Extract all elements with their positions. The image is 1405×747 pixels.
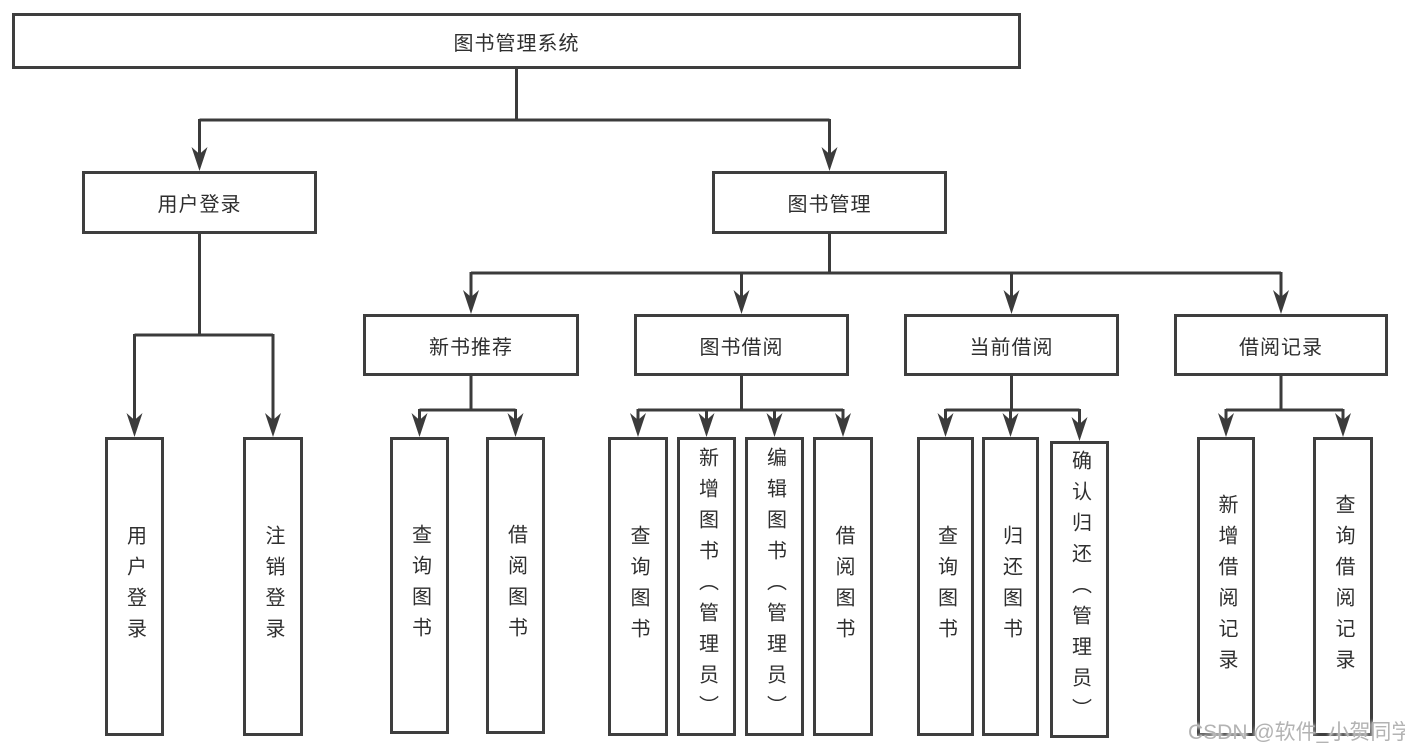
leaf-logout: 注销登录 xyxy=(243,437,303,736)
arrowhead xyxy=(766,413,783,437)
connector-current-borrowing-branch xyxy=(944,375,1081,426)
arrowhead xyxy=(411,413,428,437)
node-book-borrowing: 图书借阅 xyxy=(634,314,849,376)
node-borrowing-records: 借阅记录 xyxy=(1174,314,1388,376)
node-current-borrowing: 当前借阅 xyxy=(904,314,1119,376)
arrowhead xyxy=(630,413,646,437)
leaf-user-login: 用户登录 xyxy=(105,437,164,736)
leaf-query-book-current: 查询图书 xyxy=(917,437,974,736)
connector-book-borrowing-branch xyxy=(636,375,845,422)
leaf-return-book: 归还图书 xyxy=(982,437,1039,736)
node-root: 图书管理系统 xyxy=(12,13,1021,69)
arrowhead xyxy=(1218,413,1234,437)
leaf-borrow-book-manage: 借阅图书 xyxy=(813,437,873,736)
arrowheads xyxy=(126,147,1351,441)
connector-book-management-branch xyxy=(469,233,1283,299)
arrowhead xyxy=(1335,413,1351,437)
csdn-watermark: CSDN @软件_小贺同学 xyxy=(1188,721,1405,744)
leaf-borrow-book-recommend: 借阅图书 xyxy=(486,437,545,734)
arrowhead xyxy=(835,413,851,437)
node-new-book-recommend: 新书推荐 xyxy=(363,314,579,376)
arrowhead xyxy=(821,147,838,171)
node-user-login: 用户登录 xyxy=(82,171,317,234)
connector-root-branch xyxy=(198,68,831,156)
arrowhead xyxy=(1003,290,1020,314)
arrowhead xyxy=(1273,290,1289,314)
arrowhead xyxy=(265,413,281,437)
connector-new-book-branch xyxy=(418,375,517,422)
arrowhead xyxy=(1071,417,1088,441)
arrowhead xyxy=(1002,413,1019,437)
leaf-confirm-return-admin: 确认归还（管理员） xyxy=(1050,441,1109,738)
arrowhead xyxy=(937,413,954,437)
leaf-query-book-manage: 查询图书 xyxy=(608,437,668,736)
leaf-edit-book-admin: 编辑图书（管理员） xyxy=(745,437,804,736)
leaf-add-borrow-record: 新增借阅记录 xyxy=(1197,437,1255,736)
arrowhead xyxy=(463,290,479,314)
connector-user-login-branch xyxy=(133,233,275,422)
arrowhead xyxy=(507,413,524,437)
arrowhead xyxy=(126,413,143,437)
arrowhead xyxy=(733,290,750,314)
leaf-query-borrow-record: 查询借阅记录 xyxy=(1313,437,1373,736)
connector-borrowing-records-branch xyxy=(1224,375,1345,422)
leaf-query-book-recommend: 查询图书 xyxy=(390,437,449,734)
leaf-add-book-admin: 新增图书（管理员） xyxy=(677,437,736,736)
arrowhead xyxy=(698,413,715,437)
node-book-management: 图书管理 xyxy=(712,171,947,234)
arrowhead xyxy=(191,147,208,171)
